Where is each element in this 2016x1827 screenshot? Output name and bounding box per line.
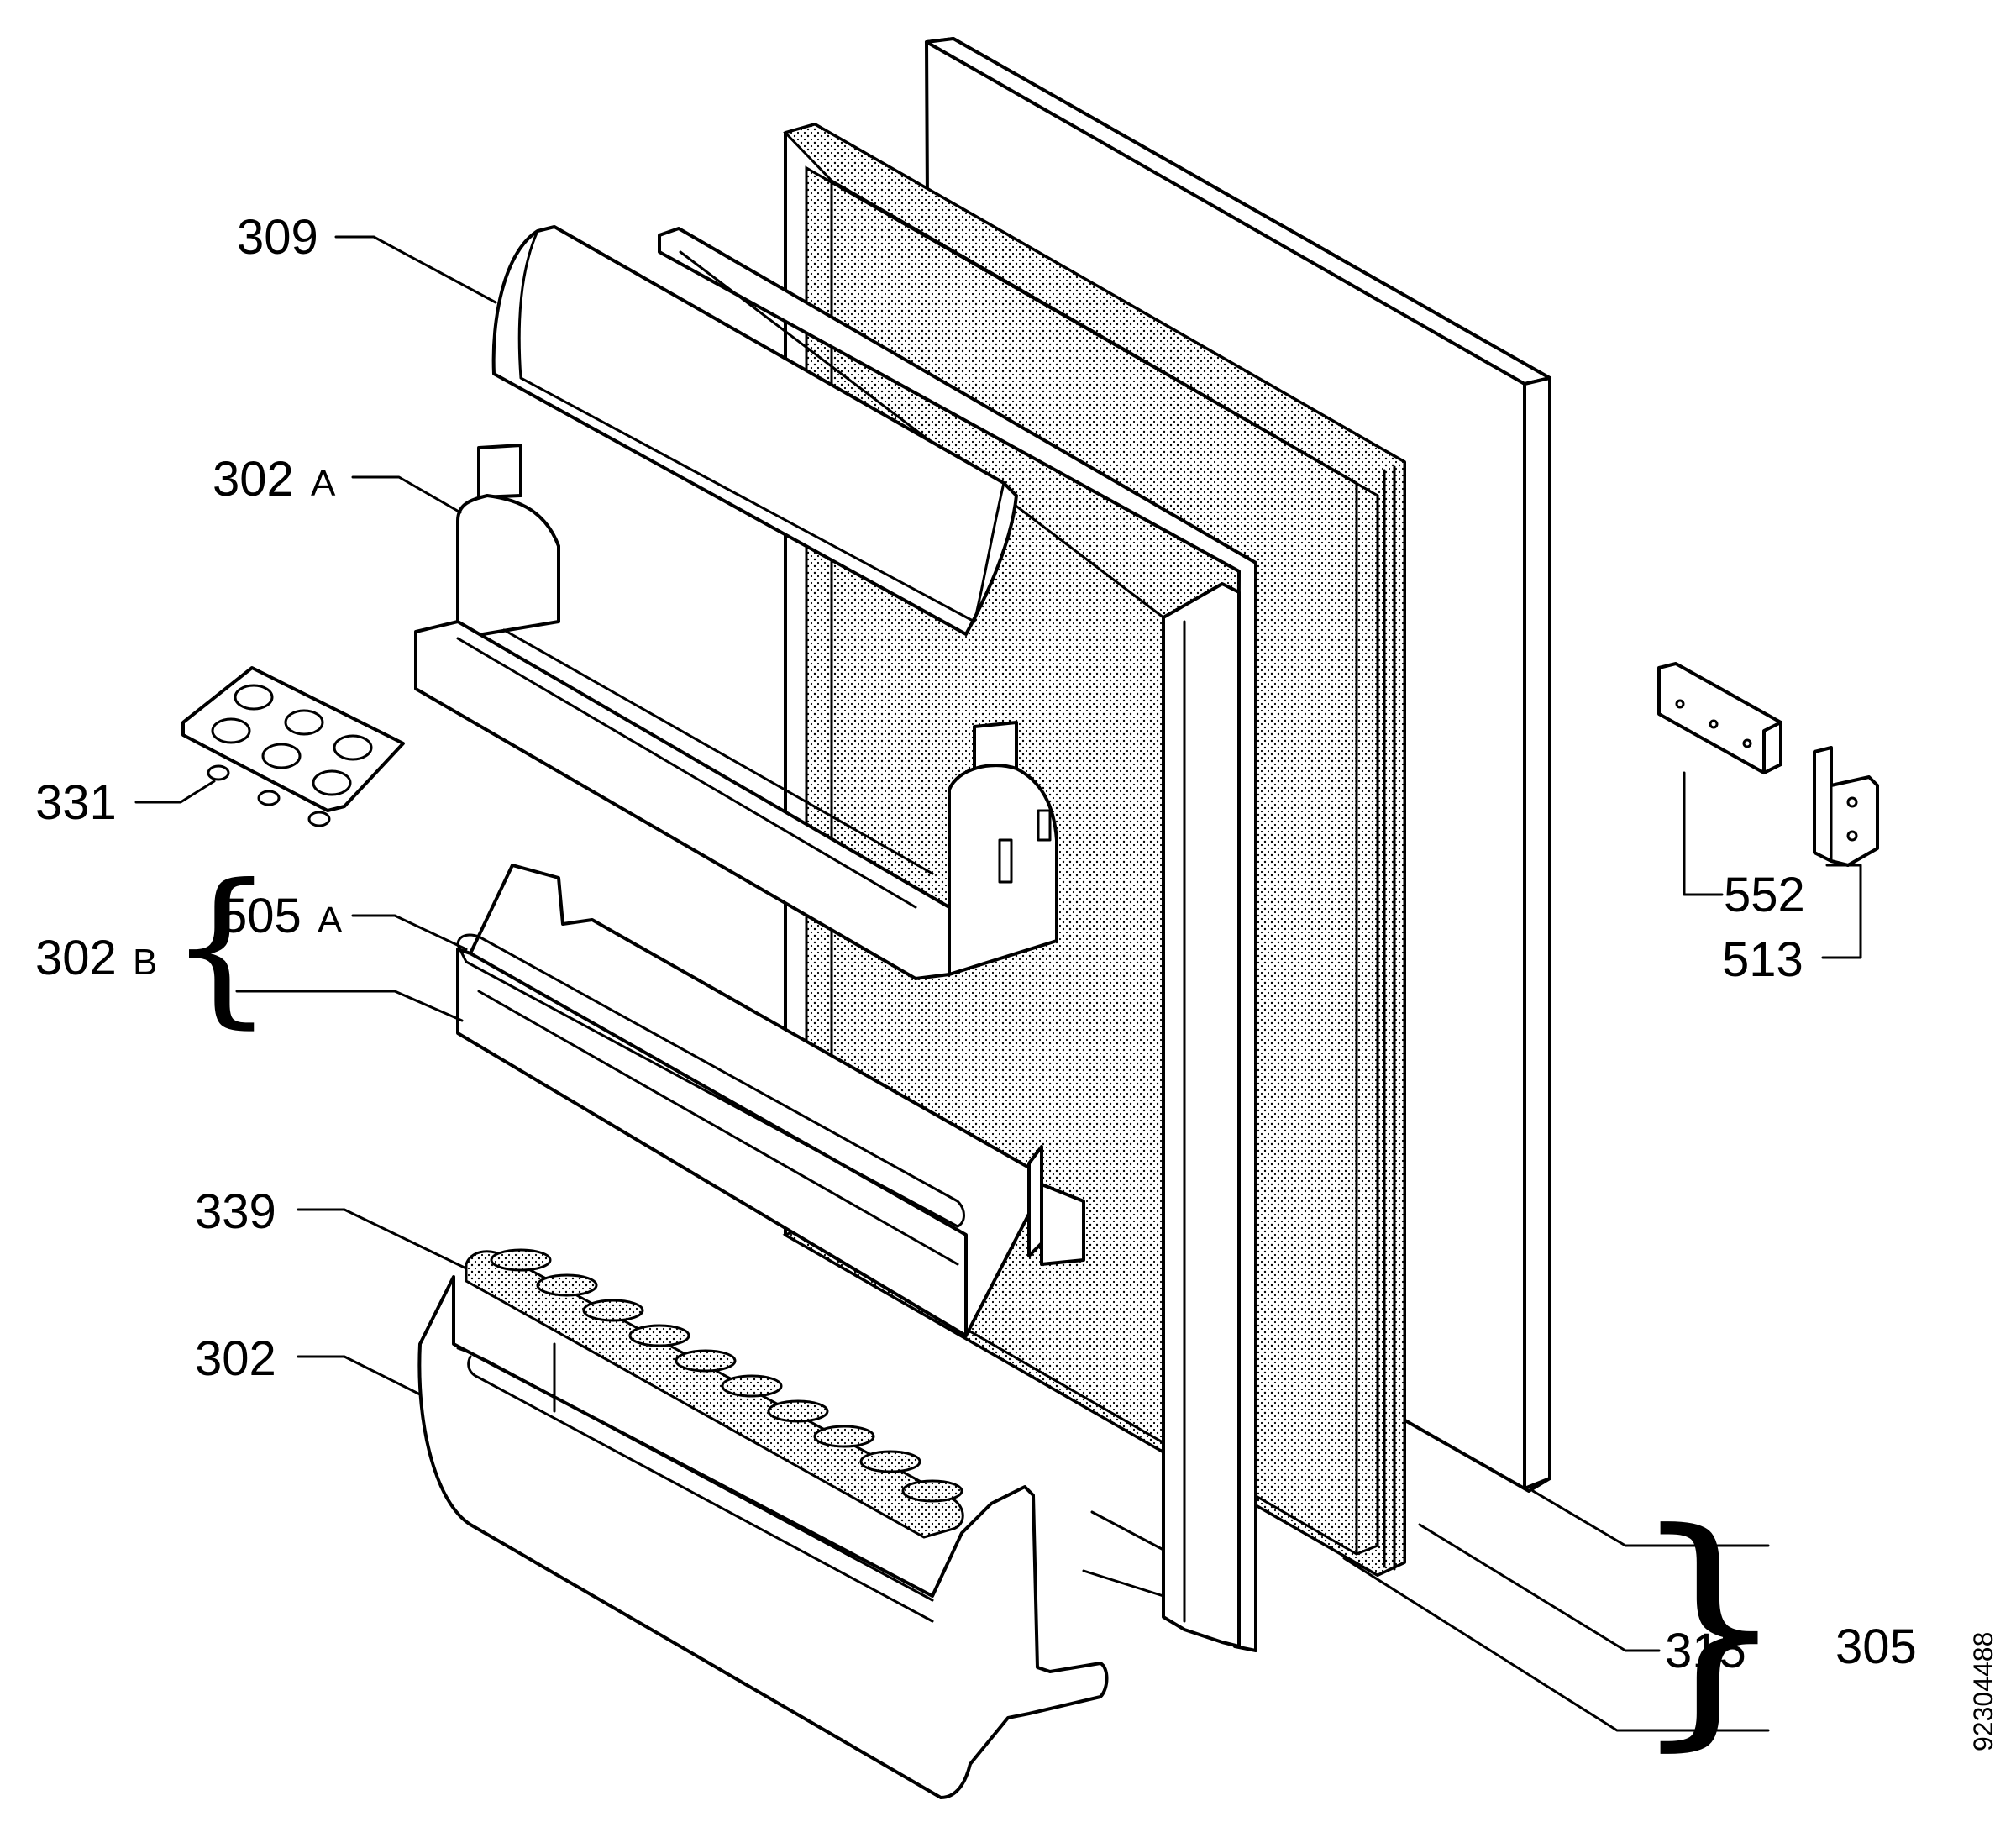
brace-302b: { — [168, 848, 275, 1044]
label-552: 552 — [1724, 868, 1805, 922]
leader-309 — [334, 235, 497, 304]
part-331-egg-tray — [181, 666, 405, 827]
label-505a-suffix: A — [318, 900, 343, 941]
leader-lines — [134, 235, 1862, 1732]
label-339: 339 — [195, 1184, 276, 1239]
leader-339 — [297, 1208, 468, 1270]
label-309: 309 — [237, 210, 318, 265]
bottle-holder-fingers — [490, 1248, 963, 1503]
leader-302b — [235, 990, 464, 1022]
leader-505a — [351, 914, 468, 951]
leader-305-top — [1531, 1489, 1770, 1547]
part-339-bottle-holder — [465, 1248, 964, 1539]
leader-302 — [297, 1355, 422, 1396]
part-302a-shelf — [414, 444, 1058, 980]
label-302b-suffix: B — [133, 942, 157, 983]
part-513-hinge-bracket — [1813, 746, 1879, 867]
label-302b: 302 — [35, 931, 117, 985]
leader-315 — [1418, 1523, 1661, 1652]
leader-302a — [351, 475, 462, 514]
leader-513 — [1821, 864, 1862, 959]
part-309-dairy-cover — [491, 225, 1018, 636]
part-302-bottom-shelf — [417, 1275, 1109, 1799]
brace-305: { — [1629, 1503, 1789, 1796]
leader-305-bottom — [1342, 1557, 1770, 1732]
label-302a: 302 — [213, 452, 294, 507]
leader-331 — [134, 780, 216, 804]
label-302: 302 — [195, 1331, 276, 1386]
part-552-hinge-plate — [1657, 662, 1782, 774]
document-number: 92304488 — [1968, 1632, 1998, 1751]
label-315: 315 — [1665, 1624, 1746, 1678]
label-505a: 505 — [220, 889, 302, 943]
label-302a-suffix: A — [311, 463, 336, 504]
leader-552 — [1683, 771, 1724, 896]
label-305: 305 — [1835, 1620, 1917, 1674]
label-513: 513 — [1722, 932, 1803, 987]
label-331: 331 — [35, 775, 117, 830]
